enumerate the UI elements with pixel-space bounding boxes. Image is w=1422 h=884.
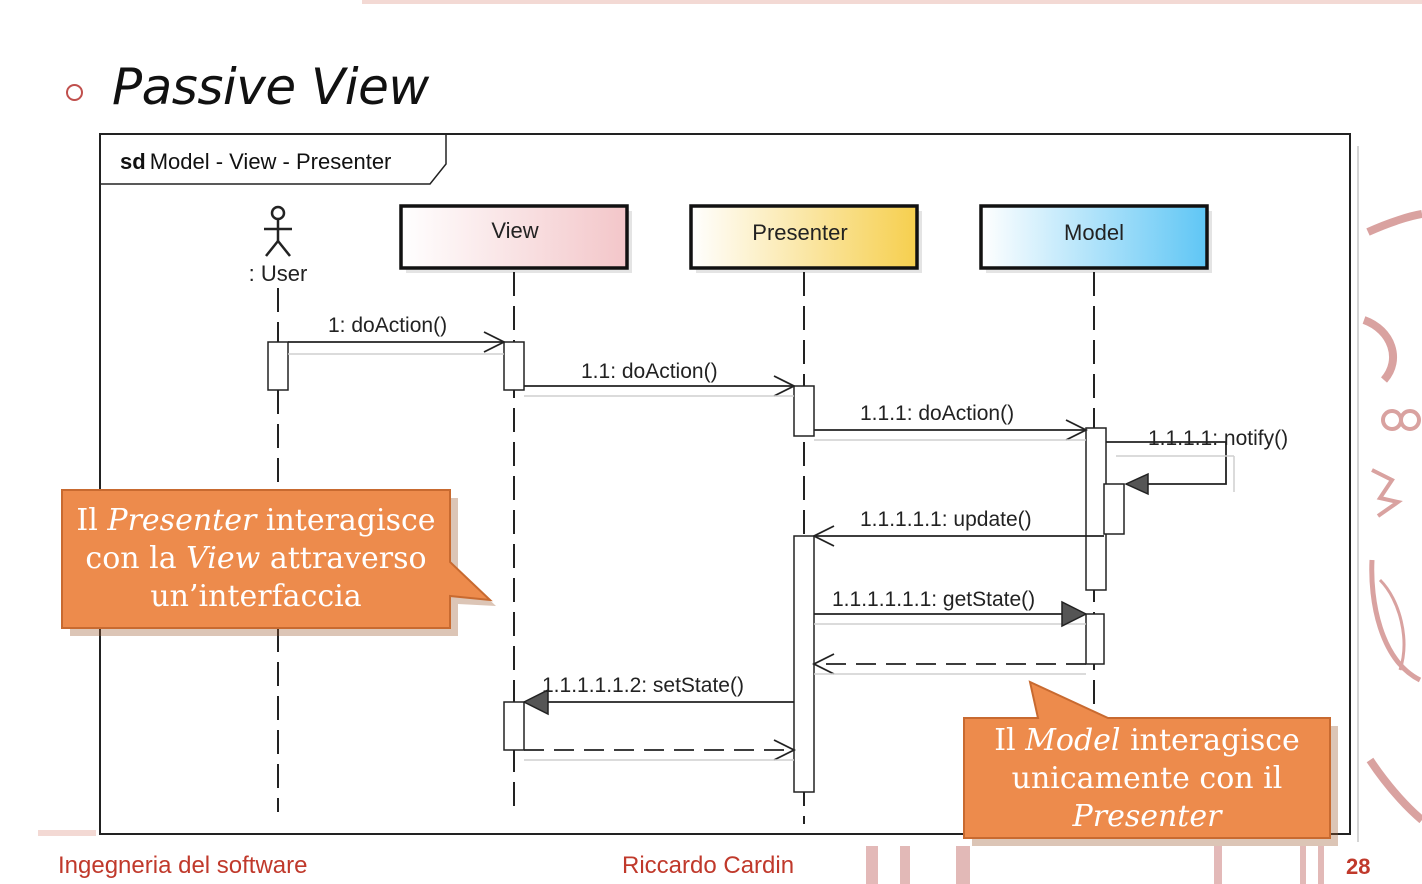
- arrowhead-notify: [1124, 472, 1149, 496]
- activation-user: [267, 341, 289, 391]
- lifeline-view-head: [399, 204, 629, 270]
- activation-presenter-2: [793, 535, 815, 793]
- lifeline-model-label: Model: [1064, 220, 1124, 245]
- activation-model-nested: [1103, 483, 1125, 535]
- message-label-update: 1.1.1.1.1: update(): [860, 508, 1032, 531]
- message-label-setstate: 1.1.1.1.1.2: setState(): [542, 674, 744, 697]
- activation-view-2: [503, 701, 525, 751]
- message-label-getstate: 1.1.1.1.1.1: getState(): [832, 588, 1035, 611]
- user-actor-icon: [264, 205, 292, 257]
- arrowhead-getstate: [1061, 600, 1088, 628]
- lifeline-presenter-head: [689, 204, 919, 270]
- message-label-model-doaction: 1.1.1: doAction(): [860, 402, 1014, 425]
- lifeline-user-label: : User: [249, 261, 308, 286]
- slide-title: Passive View: [112, 58, 429, 116]
- activation-model-1: [1085, 427, 1107, 591]
- lifeline-view-label: View: [491, 218, 538, 243]
- arrowhead-setstate: [522, 688, 549, 716]
- message-label-notify: 1.1.1.1: notify(): [1148, 427, 1288, 450]
- activation-model-2: [1085, 613, 1105, 665]
- bullet-circle: [66, 84, 83, 101]
- activation-presenter-1: [793, 385, 815, 437]
- top-rule: [362, 0, 1422, 4]
- callout-model-presenter-text: Il Model interagisce unicamente con il P…: [994, 723, 1300, 834]
- message-line-notify: [1106, 441, 1227, 485]
- footer-course-title: Ingegneria del software: [58, 852, 308, 879]
- callout-presenter-view: [61, 489, 496, 636]
- message-label-presenter-doaction: 1.1: doAction(): [581, 360, 718, 383]
- footer-author: Riccardo Cardin: [622, 852, 795, 879]
- lifeline-model-head: [979, 204, 1209, 270]
- message-label-doaction: 1: doAction(): [328, 314, 447, 337]
- callout-model-presenter: [963, 680, 1338, 846]
- lifeline-presenter-label: Presenter: [752, 220, 847, 245]
- page-number: 28: [1346, 854, 1371, 879]
- callout-presenter-view-text: Il Presenter interagisce con la View att…: [76, 503, 436, 614]
- activation-view-1: [503, 341, 525, 391]
- frame-tab: [100, 134, 447, 185]
